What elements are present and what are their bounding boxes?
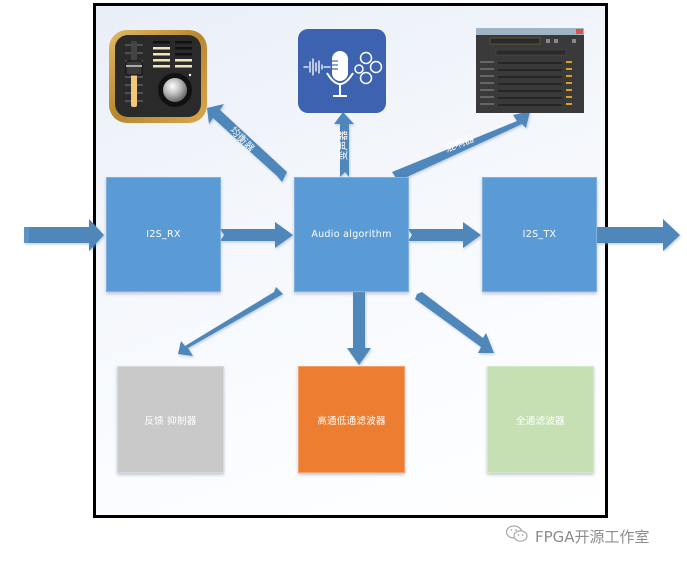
allpass-filter-block: 全通滤波器 — [487, 366, 594, 473]
hpf-lpf-block: 高通低通滤波器 — [298, 366, 405, 473]
output-arrow — [596, 219, 680, 251]
input-arrow — [24, 219, 104, 251]
wechat-icon — [505, 524, 529, 548]
hpf-lpf-label: 高通低通滤波器 — [317, 415, 386, 427]
i2s-rx-label: I2S_RX — [146, 229, 181, 240]
voice-changer-microphone-icon — [298, 29, 386, 113]
watermark: FPGA开源工作室 — [505, 524, 650, 548]
feedback-suppressor-block: 反馈 抑制器 — [117, 366, 224, 473]
allpass-filter-label: 全通滤波器 — [515, 415, 565, 427]
i2s-tx-block: I2S_TX — [482, 177, 597, 292]
reverb-settings-panel-screenshot — [476, 28, 584, 113]
i2s-rx-block: I2S_RX — [106, 177, 221, 292]
audio-algorithm-label: Audio algorithm — [311, 229, 392, 240]
audio-algorithm-block: Audio algorithm — [294, 177, 409, 292]
equalizer-app-icon — [108, 29, 208, 124]
i2s-tx-label: I2S_TX — [522, 229, 557, 240]
feedback-suppressor-label: 反馈 抑制器 — [144, 415, 197, 427]
voice-changer-arrow-label: 变声器 — [338, 130, 350, 161]
input-arrow-stub — [24, 227, 29, 243]
watermark-text: FPGA开源工作室 — [535, 527, 650, 546]
